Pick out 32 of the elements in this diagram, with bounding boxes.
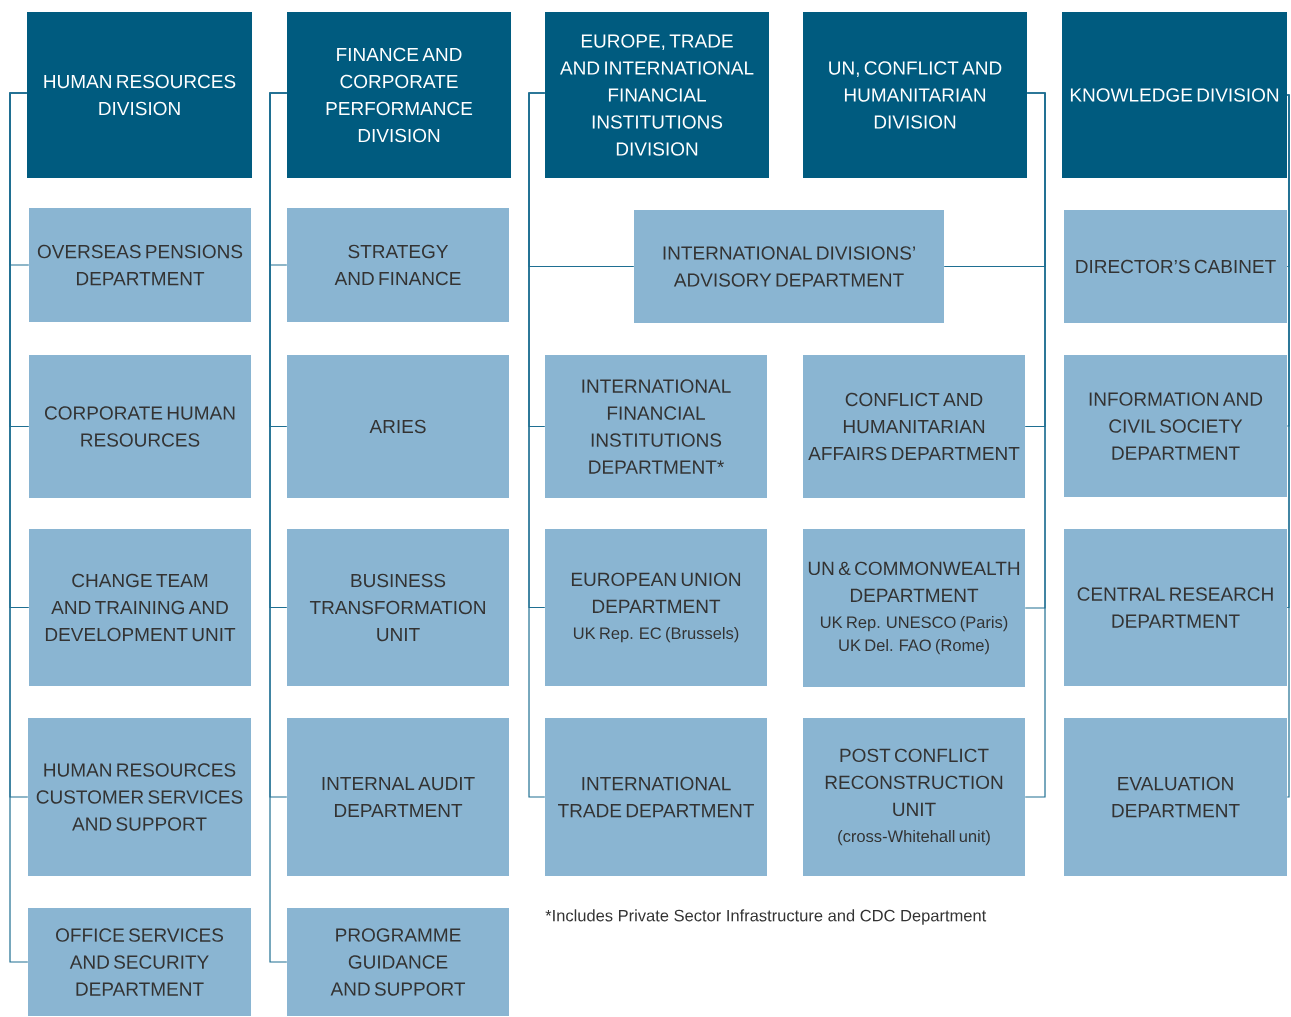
department-box: OFFICE SERVICES AND SECURITY DEPARTMENT [28,908,251,1016]
department-box: DIRECTOR’S CABINET [1064,210,1287,323]
department-box: CHANGE TEAM AND TRAINING AND DEVELOPMENT UNIT [29,529,251,686]
division-box: HUMAN RESOURCES DIVISION [27,12,252,178]
division-box: KNOWLEDGE DIVISION [1062,12,1287,178]
department-box: EVALUATION DEPARTMENT [1064,718,1287,876]
department-box: HUMAN RESOURCES CUSTOMER SERVICES AND SUPPORT [28,718,251,876]
department-box: UN & COMMONWEALTH DEPARTMENT UK Rep. UNESCO (Paris) UK Del. FAO (Rome) [803,529,1025,687]
department-box: CONFLICT AND HUMANITARIAN AFFAIRS DEPARTMENT [803,355,1025,498]
department-box: INTERNAL AUDIT DEPARTMENT [287,718,509,876]
division-box: UN, CONFLICT AND HUMANITARIAN DIVISION [803,12,1027,178]
department-box: POST CONFLICT RECONSTRUCTION UNIT (cross-Whitehall unit) [803,718,1025,876]
department-box: INTERNATIONAL TRADE DEPARTMENT [545,718,767,876]
connector-line [269,92,288,963]
department-box: EUROPEAN UNION DEPARTMENT UK Rep. EC (Brussels) [545,529,767,686]
department-box: ARIES [287,355,509,498]
department-box: PROGRAMME GUIDANCE AND SUPPORT [287,908,509,1016]
department-box: STRATEGY AND FINANCE [287,208,509,322]
connector-line [1286,94,1290,798]
department-box: CORPORATE HUMAN RESOURCES [29,355,251,498]
department-box: INFORMATION AND CIVIL SOCIETY DEPARTMENT [1064,355,1287,497]
connector-line [1024,92,1046,798]
division-box: FINANCE AND CORPORATE PERFORMANCE DIVISION [287,12,511,178]
footnote: *Includes Private Sector Infrastructure and CDC Department [545,909,987,925]
division-box: EUROPE, TRADE AND INTERNATIONAL FINANCIAL INSTITUTIONS DIVISION [545,12,769,178]
connector-line [528,92,546,798]
connector-line [9,92,29,963]
department-box: INTERNATIONAL FINANCIAL INSTITUTIONS DEPARTMENT* [545,355,767,498]
department-box: INTERNATIONAL DIVISIONS’ ADVISORY DEPARTMENT [634,210,944,323]
department-box: OVERSEAS PENSIONS DEPARTMENT [29,208,251,322]
department-box: BUSINESS TRANSFORMATION UNIT [287,529,509,686]
department-box: CENTRAL RESEARCH DEPARTMENT [1064,529,1287,686]
